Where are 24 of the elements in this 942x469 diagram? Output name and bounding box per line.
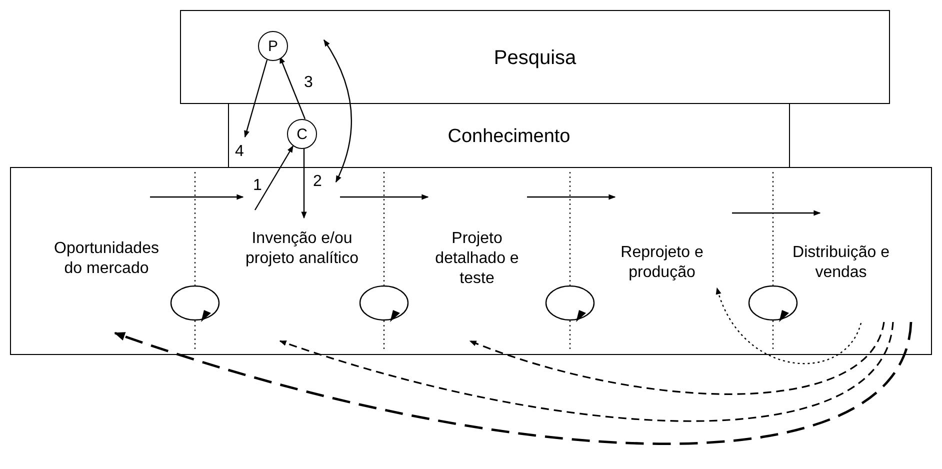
circle-node: P (258, 31, 288, 61)
stage-label: Projeto detalhado e teste (434, 229, 520, 289)
arrow (340, 194, 429, 200)
stage-label: Oportunidades do mercado (44, 239, 169, 279)
dashed-arrow (469, 322, 885, 395)
chain-band (10, 167, 932, 355)
dashed-arrow (114, 322, 912, 445)
arrow (279, 56, 306, 120)
arrow (527, 194, 616, 200)
stage-label: Distribuição e vendas (789, 243, 893, 283)
research-box (180, 10, 890, 104)
arrow (150, 194, 244, 200)
stage-label: Invenção e/ou projeto analítico (243, 229, 361, 269)
arrow (732, 210, 821, 216)
box-title: Conhecimento (448, 124, 570, 148)
arrow (301, 148, 307, 219)
circle-node: C (287, 119, 317, 149)
arrow (254, 145, 294, 210)
arrow (244, 60, 268, 138)
arrow (324, 39, 352, 183)
dashed-arrow (279, 322, 894, 422)
box-title: Pesquisa (494, 46, 576, 70)
dashed-arrow (716, 287, 862, 364)
stage-label: Reprojeto e produção (606, 243, 718, 283)
